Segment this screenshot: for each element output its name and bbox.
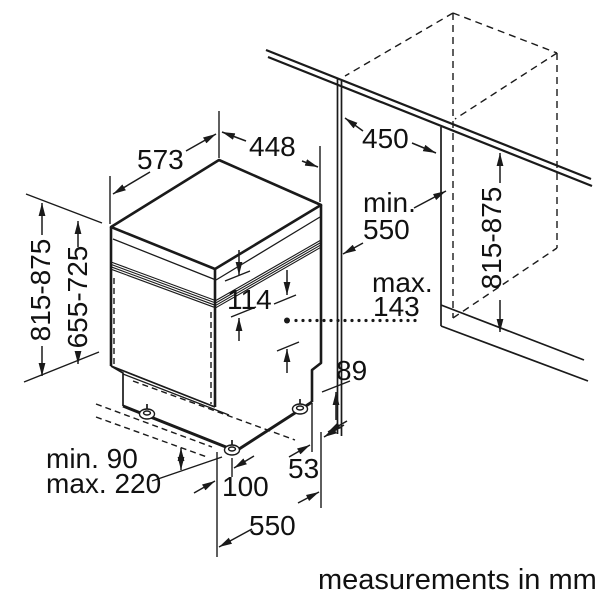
- adjustable-foot: [138, 404, 156, 420]
- worktop-line: [265, 48, 593, 188]
- niche-dashed-outline: [344, 12, 558, 319]
- hidden-edges-dashed: [95, 278, 296, 458]
- floor-line: [440, 303, 589, 382]
- dim-label-appliance-depth: 550: [249, 510, 296, 541]
- dim-label-appliance-height: 815-875: [25, 239, 56, 342]
- dim-label-plinth-min: min. 90: [46, 443, 138, 474]
- adjustable-feet: [138, 399, 309, 456]
- dim-label-top-depth: 573: [137, 144, 184, 175]
- dim-label-niche-depth-value: 550: [363, 214, 410, 245]
- adjustable-foot: [291, 399, 309, 415]
- dim-label-door-max-value: 143: [373, 291, 420, 322]
- dotted-reference-line: [284, 317, 422, 324]
- dim-label-door-panel-height: 655-725: [62, 246, 93, 349]
- dim-label-top-width: 448: [249, 131, 296, 162]
- dim-label-door-max: max.: [372, 267, 433, 298]
- dim-label-control-panel-height: 114: [227, 284, 272, 315]
- adjustable-foot: [223, 440, 241, 456]
- dim-label-niche-width: 450: [362, 123, 409, 154]
- footer-note: measurements in mm: [318, 564, 597, 596]
- dim-label-front-foot-offset: 100: [222, 471, 269, 502]
- control-panel-stripes: [110, 239, 322, 309]
- extension-lines: [109, 111, 322, 557]
- dimension-ticks: [23, 193, 351, 482]
- dim-label-plinth-max: max. 220: [46, 468, 161, 499]
- dimension-arrows: [38, 117, 504, 548]
- dim-label-rear-recess-depth: 53: [288, 453, 319, 484]
- dim-label-rear-recess-height: 89: [336, 355, 367, 386]
- dim-label-niche-height: 815-875: [476, 187, 507, 290]
- side-panel-line: [336, 79, 343, 436]
- dim-label-niche-depth-min: min.: [363, 187, 416, 218]
